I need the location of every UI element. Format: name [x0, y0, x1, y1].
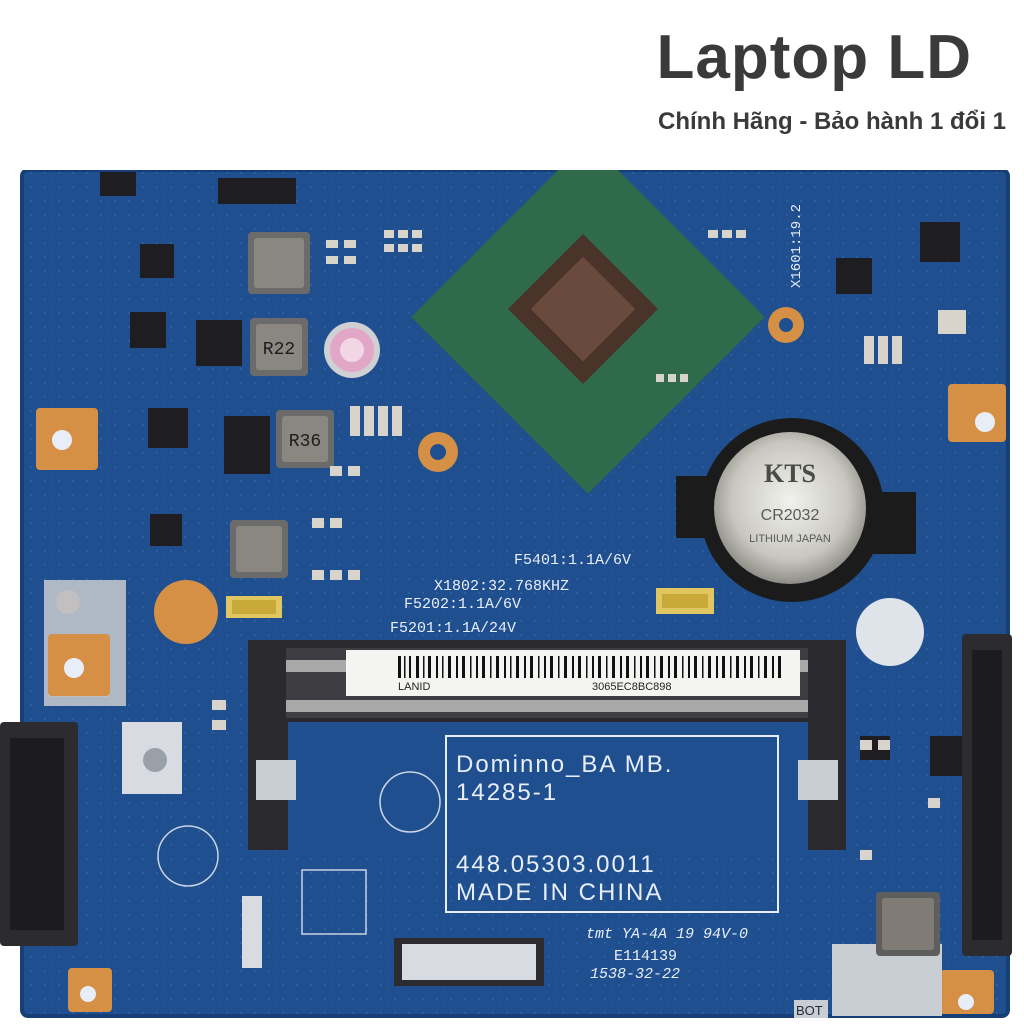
svg-text:1538-32-22: 1538-32-22: [590, 966, 680, 983]
coin-battery: KTS CR2032 LITHIUM JAPAN: [676, 418, 916, 602]
svg-text:LITHIUM JAPAN: LITHIUM JAPAN: [749, 533, 831, 545]
svg-text:14285-1: 14285-1: [456, 779, 558, 806]
svg-text:F5202:1.1A/6V: F5202:1.1A/6V: [404, 596, 521, 613]
model-box: Dominno_BA MB. 14285-1 448.05303.0011 MA…: [445, 735, 779, 913]
svg-text:F5401:1.1A/6V: F5401:1.1A/6V: [514, 552, 631, 569]
svg-text:448.05303.0011: 448.05303.0011: [456, 851, 656, 878]
inductor-r36: R36: [276, 410, 334, 468]
svg-text:R22: R22: [263, 340, 295, 360]
motherboard-photo: R22 R36: [0, 170, 1012, 1018]
brand-subtitle: Chính Hãng - Bảo hành 1 đổi 1: [658, 108, 1006, 135]
svg-text:F5201:1.1A/24V: F5201:1.1A/24V: [390, 620, 516, 637]
svg-text:BOT: BOT: [796, 1003, 823, 1018]
capacitor: [324, 322, 380, 378]
svg-text:tmt YA-4A 19 94V-0: tmt YA-4A 19 94V-0: [586, 926, 748, 943]
svg-text:LANID: LANID: [398, 681, 430, 693]
svg-text:Dominno_BA MB.: Dominno_BA MB.: [456, 751, 673, 778]
brand-title: Laptop LD: [656, 23, 972, 92]
svg-text:CR2032: CR2032: [761, 507, 820, 524]
svg-text:E114139: E114139: [614, 948, 677, 965]
svg-text:KTS: KTS: [764, 459, 816, 488]
lan-sticker: LANID 3065EC8BC898: [346, 650, 800, 696]
svg-text:MADE IN CHINA: MADE IN CHINA: [456, 879, 663, 906]
svg-text:X1802:32.768KHZ: X1802:32.768KHZ: [434, 578, 569, 595]
svg-text:X1601:19.2: X1601:19.2: [789, 204, 805, 288]
svg-text:3065EC8BC898: 3065EC8BC898: [592, 681, 672, 693]
inductor-r22: R22: [250, 318, 308, 376]
svg-text:R36: R36: [289, 432, 321, 452]
